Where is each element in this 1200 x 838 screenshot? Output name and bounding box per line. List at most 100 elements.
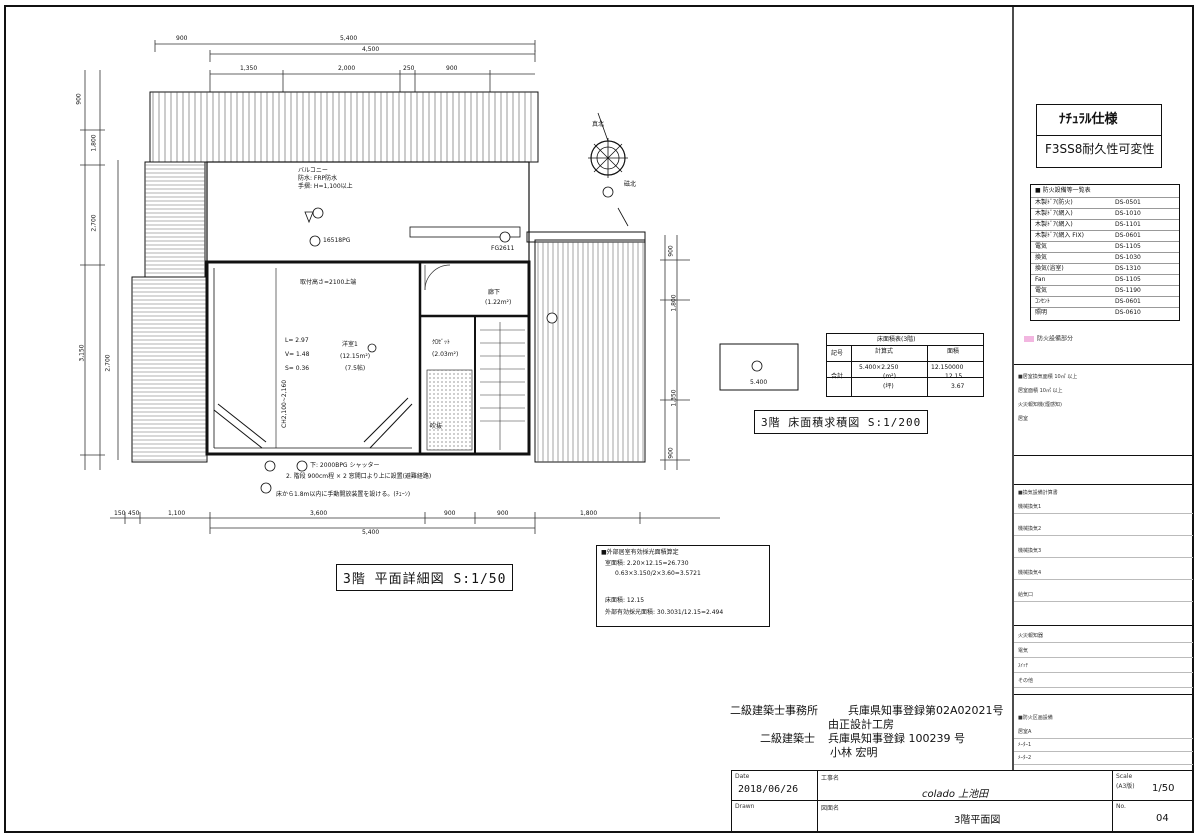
legend-row-label: 木製ﾄﾞｱ(網入) (1035, 210, 1073, 217)
calc-row-4: 床面積: 12.15 (605, 597, 645, 604)
drawn-label: Drawn (735, 803, 755, 810)
legend-row-divider (1031, 197, 1179, 198)
calc-title: ■外部居室有効採光面積算定 (601, 549, 679, 556)
area-table-header: 床面積表(3階) (877, 336, 916, 343)
legend-row-code: DS-1101 (1115, 221, 1141, 228)
sec2-row-4: 居室 (1018, 416, 1029, 422)
dim-right-3: 1,350 (670, 389, 678, 407)
dim-right-2: 1,800 (670, 294, 678, 312)
sec4-rows-item: 電気 (1014, 647, 1193, 658)
area-row-2-label: 合計 (831, 373, 844, 380)
project-label: 工事名 (821, 775, 840, 782)
area-row-2-value: 12.15 (945, 373, 963, 380)
sec2-row-1: ■居室換気面積 10㎡ 以上 (1018, 374, 1078, 380)
area-note-value: 3.67 (951, 383, 965, 390)
window-tag-2: FG2611 (491, 245, 515, 252)
balcony-label: バルコニー (298, 167, 328, 174)
dim-top-seg-3: 250 (403, 65, 415, 72)
dim-top-left: 900 (176, 35, 188, 42)
legend-row-code: DS-1190 (1115, 287, 1141, 294)
dim-bottom-seg-4: 3,600 (310, 510, 328, 517)
legend-row-code: DS-1010 (1115, 210, 1141, 217)
calc-row-2: 0.63×3.150/2×3.60=3.5721 (615, 570, 701, 577)
no-value: 04 (1156, 813, 1169, 824)
dim-top-seg-4: 900 (446, 65, 458, 72)
legend-row-label: 換気(浴室) (1035, 265, 1064, 272)
legend-row-code: DS-0601 (1115, 232, 1141, 239)
bottom-note-3: 床から1.8m以内に手動開放装置を設ける。(ﾁｪｰﾝ) (276, 491, 411, 498)
dim-left-1: 900 (75, 93, 83, 105)
dim-top-subtotal: 4,500 (362, 46, 380, 53)
sec5-rows-item: 居室A (1014, 728, 1193, 739)
area-col-3: 面積 (947, 348, 960, 355)
closet-area: (2.03m²) (432, 351, 459, 358)
room-lvs-3: S= 0.36 (285, 365, 310, 372)
scale-value: 1/50 (1152, 783, 1175, 794)
closet-label: ｸﾛｾﾞｯﾄ (432, 339, 451, 346)
pink-swatch-icon (1024, 336, 1034, 342)
date-label: Date (735, 773, 750, 780)
dim-top-total: 5,400 (340, 35, 358, 42)
sec5-title: ■防火区画設備 (1018, 715, 1053, 721)
legend-row-label: 木製ﾄﾞｱ(網入 FIX) (1035, 232, 1084, 239)
scale-size: (A3版) (1116, 783, 1135, 790)
hallway-area: (1.22m²) (485, 299, 512, 306)
date-value: 2018/06/26 (738, 784, 799, 795)
legend-row-divider (1031, 241, 1179, 242)
legend-row-code: DS-0610 (1115, 309, 1141, 316)
spec-line-1: ﾅﾁｭﾗﾙ仕様 (1059, 112, 1118, 127)
legend-title: ■ 防火設備等一覧表 (1035, 187, 1091, 194)
sec4-rows-item: ｽｲｯﾁ (1014, 662, 1193, 673)
legend-row-divider (1031, 252, 1179, 253)
hallway-label: 廊下 (488, 289, 501, 296)
room-lvs-1: L= 2.97 (285, 337, 309, 344)
lighting-calc-box: ■外部居室有効採光面積算定 室面積: 2.20×12.15=26.730 0.6… (596, 545, 770, 627)
room-lvs-2: V= 1.48 (285, 351, 310, 358)
legend-row-divider (1031, 307, 1179, 308)
sec4-rows-item: その他 (1014, 677, 1193, 688)
project-value: colado 上池田 (922, 789, 989, 800)
sec2-row-3: 火災報知機(煙感知) (1018, 402, 1062, 408)
legend-row-divider (1031, 230, 1179, 231)
sec3-rows-item: 機械換気3 (1014, 547, 1193, 558)
dim-bottom-seg-1: 150 (114, 510, 126, 517)
window-tag-1: 16518PG (323, 237, 351, 244)
legend-row-label: ｺﾝｾﾝﾄ (1035, 298, 1051, 305)
office-line-3b: 兵庫県知事登録 100239 号 (828, 732, 965, 745)
office-line-1a: 二級建築士事務所 (730, 704, 818, 717)
dim-left-4: 3,150 (78, 344, 86, 362)
dim-bottom-seg-6: 900 (497, 510, 509, 517)
spec-line-2: F3SS8耐久性可変性 (1045, 142, 1155, 156)
stair-label: 吹抜 (430, 423, 443, 430)
area-row-1-value: 12.150000 (931, 364, 964, 371)
title-block: Date 2018/06/26 工事名 colado 上池田 Scale (A3… (731, 770, 1193, 832)
dim-bottom-seg-5: 900 (444, 510, 456, 517)
dim-bottom-seg-3: 1,100 (168, 510, 186, 517)
office-line-4: 小林 宏明 (830, 746, 878, 759)
bottom-note-1: 下: 2000BPG シャッター (310, 462, 380, 469)
sec3-rows-item: 給気口 (1014, 591, 1193, 602)
area-col-2: 計算式 (875, 348, 894, 355)
balcony-note-2: 手摺: H=1,100以上 (298, 183, 353, 190)
balcony-note-1: 防水: FRP防水 (298, 175, 338, 182)
sec3-rows-item: 機械換気4 (1014, 569, 1193, 580)
side-section-2: ■居室換気面積 10㎡ 以上 居室面積 10㎡ 以上 火災報知機(煙感知) 居室 (1014, 364, 1193, 456)
room-area: (12.15m²) (340, 353, 371, 360)
spec-box: ﾅﾁｭﾗﾙ仕様 F3SS8耐久性可変性 (1036, 104, 1162, 168)
dim-top-seg-2: 2,000 (338, 65, 356, 72)
magnetic-north-label: 磁北 (624, 181, 637, 188)
sec3-rows-item: 機械換気2 (1014, 525, 1193, 536)
vertical-dim-note: CH2,100~2,160 (281, 379, 288, 428)
legend-row-divider (1031, 208, 1179, 209)
calc-row-1: 室面積: 2.20×12.15=26.730 (605, 560, 689, 567)
dim-bottom-seg-2: 450 (128, 510, 140, 517)
drawing-label: 図面名 (821, 805, 840, 812)
dim-left-5: 2,700 (104, 354, 112, 372)
area-note: (坪) (883, 383, 894, 390)
legend-row-divider (1031, 285, 1179, 286)
dim-left-2: 1,800 (90, 134, 98, 152)
